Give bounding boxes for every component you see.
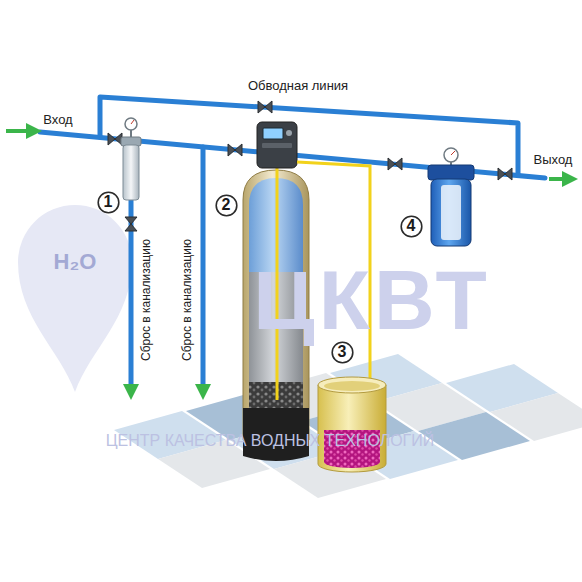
floor-tile <box>490 393 582 441</box>
brine-tank-part <box>318 377 386 393</box>
pipe-label: Обводная линия <box>248 79 348 93</box>
flow-arrows <box>6 131 570 392</box>
softener-tank-part <box>286 130 292 136</box>
brine-tank <box>318 377 386 472</box>
drain-arrow <box>201 384 205 392</box>
softener-tank-part <box>263 128 283 139</box>
outlet-arrow <box>549 177 570 181</box>
pipes <box>40 97 545 384</box>
callout-number: 4 <box>400 218 423 234</box>
callout-number: 2 <box>215 197 238 213</box>
watermark-text: ЦКВТ <box>253 254 490 346</box>
brine-tank-part <box>318 385 386 472</box>
fine-filter-part <box>451 151 455 155</box>
callout-circle: 3 <box>331 341 354 364</box>
pipe-label: Выход <box>534 153 573 167</box>
fine-filter-part <box>441 185 461 240</box>
callout-number: 1 <box>97 194 120 210</box>
callout-circle: 4 <box>400 215 423 238</box>
valve-symbol <box>228 144 242 156</box>
callout-number: 3 <box>331 344 354 360</box>
fine-filter-part <box>431 179 471 246</box>
drain-label: Сброс в канализацию <box>181 239 194 361</box>
valve-symbol <box>125 217 137 231</box>
sediment-filter-part <box>131 120 134 124</box>
watermark-pin <box>18 205 132 392</box>
sediment-filter-part <box>123 145 139 200</box>
callout-circle: 2 <box>215 194 238 217</box>
valve-symbol <box>258 101 272 113</box>
watermark-text: H₂O <box>54 250 97 274</box>
softener-tank-part <box>257 122 297 168</box>
sediment-filter-part <box>125 118 137 130</box>
drain-arrow <box>129 384 133 392</box>
fine-filter-part <box>444 148 458 162</box>
fine-filter <box>428 148 474 246</box>
softener-tank-part <box>262 143 292 148</box>
drain-pipe <box>201 147 206 384</box>
brine-tank-part <box>324 381 380 391</box>
sediment-filter <box>121 118 141 200</box>
inlet-arrow <box>6 129 34 133</box>
fine-filter-part <box>428 165 474 180</box>
watermark-text: ЦЕНТР КАЧЕСТВА ВОДНЫХ ТЕХНОЛОГИЙ <box>106 432 435 450</box>
pipe-label: Вход <box>43 113 72 127</box>
valve-symbol <box>388 158 402 170</box>
valve-symbol <box>108 133 122 145</box>
drain-label: Сброс в канализацию <box>140 239 153 361</box>
floor-tiles <box>114 354 582 498</box>
watermark-pin-part <box>18 205 132 392</box>
callout-circle: 1 <box>97 191 120 214</box>
valve-symbol <box>498 168 512 180</box>
